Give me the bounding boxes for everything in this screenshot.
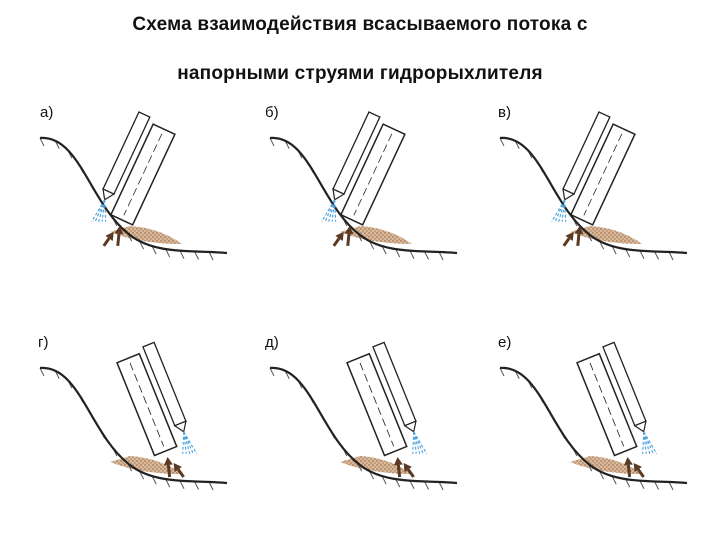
water-jet: [321, 199, 337, 223]
jet-nozzle-tip: [633, 420, 647, 433]
seabed-profile: [499, 366, 688, 485]
suction-pipe: [116, 352, 178, 457]
suction-flow-arrow-1: [393, 456, 403, 478]
pipe-axis: [359, 362, 395, 447]
panel-2: б): [265, 104, 458, 261]
jet-nozzle-tip: [403, 420, 417, 433]
panel-label: д): [265, 334, 279, 351]
suction-flow-arrow-1: [344, 225, 354, 246]
seabed-profile: [499, 136, 688, 255]
diagram-title-line-2: напорными струями гидрорыхлителя: [177, 63, 543, 84]
seabed-profile: [39, 366, 228, 485]
water-jet: [412, 431, 428, 455]
suction-flow-arrow-2: [173, 462, 185, 478]
panel-label: а): [40, 104, 53, 121]
suction-pipe: [109, 123, 176, 226]
suction-flow-arrow-1: [163, 456, 173, 478]
pipe-axis: [123, 133, 163, 216]
pipe-axis: [589, 362, 625, 447]
suction-pipe: [569, 123, 636, 226]
sediment-deposit: [570, 226, 642, 244]
suction-pipe: [576, 352, 638, 457]
water-jet: [551, 199, 567, 223]
seabed-profile: [269, 366, 458, 485]
panel-4: г): [38, 334, 228, 491]
seabed-profile: [39, 136, 228, 255]
panel-label: в): [498, 104, 511, 121]
panel-label: г): [38, 334, 48, 351]
suction-pipe-assembly: [576, 341, 647, 457]
suction-pipe-assembly: [116, 341, 187, 457]
water-jet: [642, 431, 658, 455]
jet-nozzle-tip: [562, 188, 576, 201]
sediment-deposit: [340, 226, 412, 244]
suction-pipe-assembly: [562, 111, 636, 226]
diagram-title-line-1: Схема взаимодействия всасываемого потока…: [132, 14, 588, 35]
suction-pipe-assembly: [332, 111, 406, 226]
pipe-axis: [583, 133, 623, 216]
suction-pipe-assembly: [346, 341, 417, 457]
pipe-axis: [129, 362, 165, 447]
jet-nozzle-tip: [102, 188, 116, 201]
suction-pipe: [346, 352, 408, 457]
panel-5: д): [265, 334, 458, 491]
jet-nozzle-tip: [173, 420, 187, 433]
sediment-deposit: [340, 456, 412, 474]
panel-1: а): [39, 104, 228, 261]
panel-label: б): [265, 104, 279, 121]
panel-6: е): [498, 334, 688, 491]
suction-flow-arrow-2: [633, 462, 645, 478]
suction-pipe-assembly: [102, 111, 176, 226]
sediment-deposit: [110, 456, 182, 474]
panel-3: в): [498, 104, 688, 261]
seabed-profile: [269, 136, 458, 255]
suction-flow-arrow-2: [332, 231, 344, 247]
suction-flow-arrow-1: [623, 456, 633, 478]
suction-flow-arrow-2: [102, 231, 114, 247]
sediment-deposit: [570, 456, 642, 474]
suction-flow-arrow-1: [574, 225, 584, 246]
suction-flow-arrow-1: [114, 225, 124, 246]
panel-label: е): [498, 334, 511, 351]
suction-flow-arrow-2: [403, 462, 415, 478]
suction-pipe: [339, 123, 406, 226]
sediment-deposit: [110, 226, 182, 244]
pipe-axis: [353, 133, 393, 216]
suction-flow-arrow-2: [562, 231, 574, 247]
jet-nozzle-tip: [332, 188, 346, 201]
water-jet: [91, 199, 107, 223]
water-jet: [182, 431, 198, 455]
